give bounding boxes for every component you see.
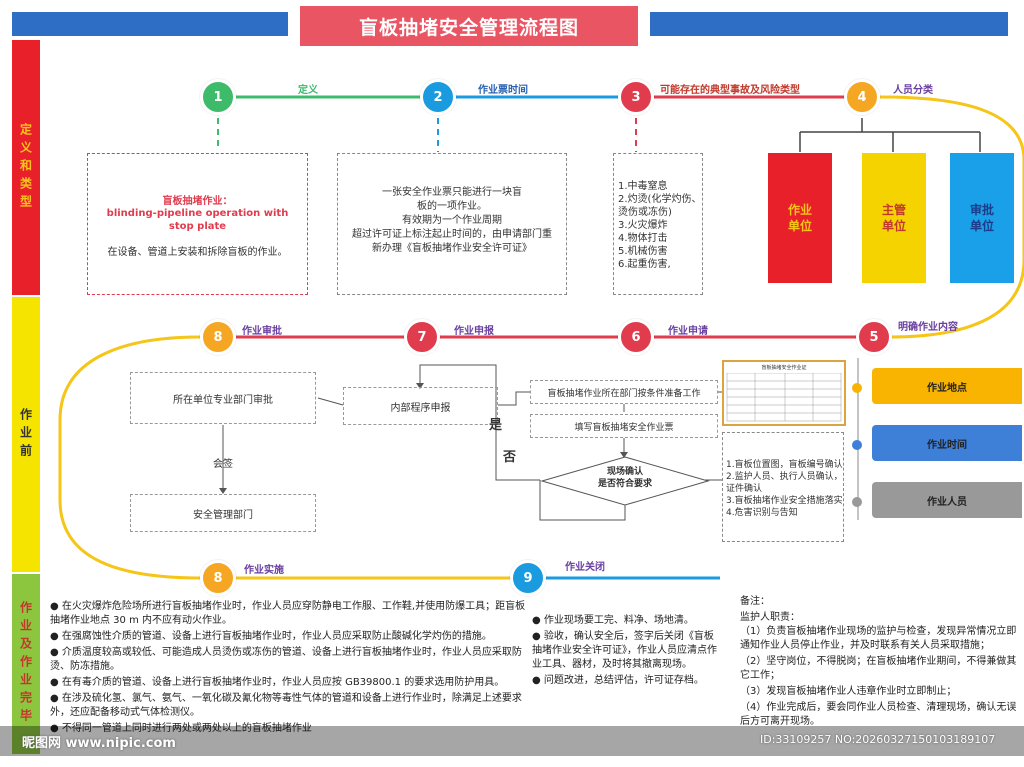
decision-diamond <box>540 456 710 506</box>
dept-review-box: 所在单位专业部门审批 <box>130 372 316 424</box>
step-label-5: 明确作业内容 <box>898 322 958 333</box>
tag-work-personnel: 作业人员 <box>872 482 1022 518</box>
risk-item: 1.中毒窒息 <box>618 181 668 192</box>
risk-item: 6.起重伤害, <box>618 259 671 270</box>
note-item: ● 不得同一管道上同时进行两处或两处以上的盲板抽堵作业 <box>50 723 312 734</box>
permit-form-thumbnail: 盲板抽堵安全作业证 <box>722 360 846 426</box>
note-item: ● 在强腐蚀性介质的管道、设备上进行盲板抽堵作业时，作业人员应采取防止酸碱化学灼… <box>50 631 492 642</box>
header-bar-left <box>12 12 288 36</box>
step-circle-9: 9 <box>510 560 546 596</box>
confirm-item: 2.监护人员、执行人员确认， <box>726 472 843 482</box>
definition-title-cn: 盲板抽堵作业： <box>162 196 233 207</box>
closing-notes: ● 作业现场要工完、料净、场地清。 ● 验收，确认安全后，签字后关闭《盲板抽堵作… <box>532 614 718 690</box>
step-circle-8-approve: 8 <box>200 319 236 355</box>
permit-line-1: 一张安全作业票只能进行一块盲 <box>382 187 522 198</box>
note-item: ● 在涉及硫化氢、氯气、氨气、一氧化碳及氰化物等毒性气体的管道和设备上进行作业时… <box>50 693 522 718</box>
remarks-heading: 备注： <box>740 596 770 607</box>
personnel-approving-unit: 审批单位 <box>950 153 1014 283</box>
step-circle-3: 3 <box>618 79 654 115</box>
permit-line-5: 新办理《盲板抽堵作业安全许可证》 <box>372 243 532 254</box>
confirm-item: 证件确认 <box>726 484 763 494</box>
page-title: 盲板抽堵安全管理流程图 <box>300 6 638 46</box>
tag-work-location: 作业地点 <box>872 368 1022 404</box>
watermark-right: ID:33109257 NO:20260327150103189107 <box>760 733 996 746</box>
remarks: 备注： 监护人职责： （1）负责盲板抽堵作业现场的监护与检查，发现异常情况立即通… <box>740 595 1022 731</box>
step-circle-6: 6 <box>618 319 654 355</box>
step-label-9: 作业关闭 <box>565 562 605 573</box>
step-circle-7: 7 <box>404 319 440 355</box>
step-circle-8-implement: 8 <box>200 560 236 596</box>
definition-body: 在设备、管道上安装和拆除盲板的作业。 <box>107 247 288 258</box>
note-item: ● 介质温度较高或较低、可能造成人员烫伤或冻伤的管道、设备上进行盲板抽堵作业时，… <box>50 647 522 672</box>
remark-item: （3）发现盲板抽堵作业人违章作业时立即制止； <box>740 686 957 697</box>
step-label-4: 人员分类 <box>893 85 933 96</box>
no-label: 否 <box>503 450 517 465</box>
note-item: ● 在火灾爆炸危险场所进行盲板抽堵作业时，作业人员应穿防静电工作服、工作鞋,并使… <box>50 601 526 626</box>
step-circle-2: 2 <box>420 79 456 115</box>
definition-box: 盲板抽堵作业： blinding-pipeline operation with… <box>87 153 308 295</box>
step-label-2: 作业票时间 <box>478 85 528 96</box>
remarks-subheading: 监护人职责： <box>740 612 800 623</box>
closing-item: ● 问题改进，总结评估，许可证存档。 <box>532 675 704 686</box>
step-label-6: 作业申请 <box>668 326 708 337</box>
remark-item: （4）作业完成后，要会同作业人员检查、清理现场，确认无误后方可离开现场。 <box>740 702 1017 727</box>
watermark-band <box>0 726 1024 756</box>
confirmation-items-box: 1.盲板位置图，盲板编号确认 2.监护人员、执行人员确认， 证件确认 3.盲板抽… <box>722 432 844 542</box>
step-label-8-approve: 作业审批 <box>242 326 282 337</box>
risk-item: 烫伤或冻伤) <box>618 207 672 218</box>
confirm-item: 1.盲板位置图，盲板编号确认 <box>726 460 843 470</box>
internal-procedure-box: 内部程序申报 <box>343 387 498 425</box>
sign-off-label: 会签 <box>213 459 233 470</box>
step-circle-4: 4 <box>844 79 880 115</box>
permit-line-2: 板的一项作业。 <box>417 201 487 212</box>
fill-permit-box: 填写盲板抽堵安全作业票 <box>530 414 718 438</box>
note-item: ● 在有毒介质的管道、设备上进行盲板抽堵作业时，作业人员应按 GB39800.1… <box>50 677 505 688</box>
permit-time-box: 一张安全作业票只能进行一块盲 板的一项作业。 有效期为一个作业周期 超过许可证上… <box>337 153 567 295</box>
tag-dot-personnel <box>852 497 862 507</box>
safety-dept-box: 安全管理部门 <box>130 494 316 532</box>
step-label-1: 定义 <box>298 85 318 96</box>
closing-item: ● 验收，确认安全后，签字后关闭《盲板抽堵作业安全许可证》，作业人员应清点作业工… <box>532 631 717 670</box>
risk-item: 4.物体打击 <box>618 233 668 244</box>
personnel-supervising-unit: 主管单位 <box>862 153 926 283</box>
risk-item: 5.机械伤害 <box>618 246 668 257</box>
permit-line-3: 有效期为一个作业周期 <box>402 215 502 226</box>
header-bar-right <box>650 12 1008 36</box>
remark-item: （2）坚守岗位，不得脱岗；在盲板抽堵作业期间，不得兼做其它工作； <box>740 656 1017 681</box>
watermark-left: 昵图网 www.nipic.com <box>22 736 176 751</box>
tag-work-time: 作业时间 <box>872 425 1022 461</box>
risks-box: 1.中毒窒息 2.灼烫(化学灼伤、 烫伤或冻伤) 3.火灾爆炸 4.物体打击 5… <box>613 153 703 295</box>
tag-dot-location <box>852 383 862 393</box>
implementation-notes: ● 在火灾爆炸危险场所进行盲板抽堵作业时，作业人员应穿防静电工作服、工作鞋,并使… <box>50 600 528 738</box>
step-circle-5: 5 <box>856 319 892 355</box>
permit-line-4: 超过许可证上标注起止时间的，由申请部门重 <box>352 229 552 240</box>
personnel-work-unit: 作业单位 <box>768 153 832 283</box>
side-label-before: 作业前 <box>12 297 40 572</box>
decision-text: 现场确认 是否符合要求 <box>597 467 652 489</box>
remark-item: （1）负责盲板抽堵作业现场的监护与检查，发现异常情况立即通知作业人员停止作业，并… <box>740 626 1017 651</box>
step-circle-1: 1 <box>200 79 236 115</box>
step-label-7: 作业申报 <box>454 326 494 337</box>
side-label-during: 作业及作业完毕 <box>12 574 40 754</box>
confirm-item: 3.盲板抽堵作业安全措施落实 <box>726 496 843 506</box>
risk-item: 3.火灾爆炸 <box>618 220 668 231</box>
step-label-8-implement: 作业实施 <box>244 565 284 576</box>
definition-title-en: blinding-pipeline operation with stop pl… <box>106 208 289 232</box>
yes-label: 是 <box>489 418 503 433</box>
risk-item: 2.灼烫(化学灼伤、 <box>618 194 702 205</box>
closing-item: ● 作业现场要工完、料净、场地清。 <box>532 615 694 626</box>
confirm-item: 4.危害识别与告知 <box>726 508 798 518</box>
prepare-work-box: 盲板抽堵作业所在部门按条件准备工作 <box>530 380 718 404</box>
side-label-definition: 定义和类型 <box>12 40 40 295</box>
step-label-3: 可能存在的典型事故及风险类型 <box>660 85 800 96</box>
tag-dot-time <box>852 440 862 450</box>
